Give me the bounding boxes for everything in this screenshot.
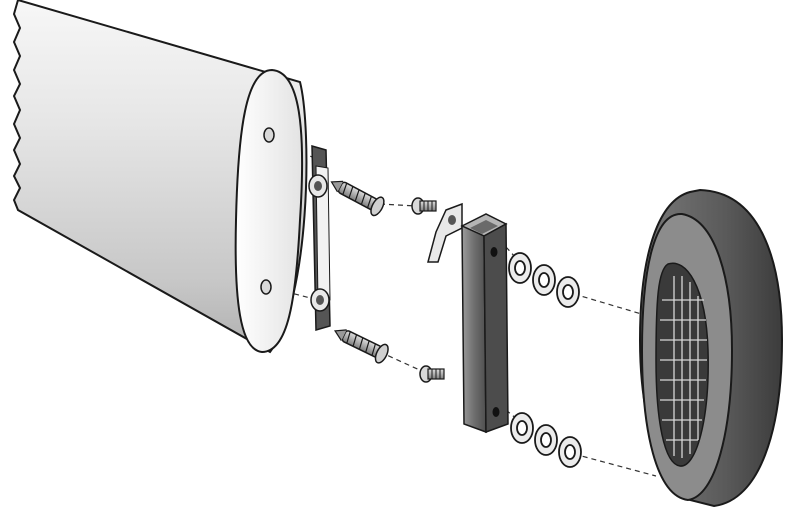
tab-washer-icon [427, 202, 463, 263]
recoil-pad-grid [660, 276, 707, 458]
stock-hole-bottom [260, 279, 272, 295]
wood-screw-icon [330, 180, 389, 364]
spacer-bar-icon [460, 213, 509, 434]
mounting-plate-icon [308, 144, 331, 331]
stock-butt-face [234, 68, 304, 354]
gun-stock-icon [12, 0, 308, 354]
stock-hole-top [263, 127, 275, 143]
recoil-pad-icon [638, 188, 784, 508]
bolt-icon [411, 197, 445, 383]
washer-icon [508, 252, 582, 468]
